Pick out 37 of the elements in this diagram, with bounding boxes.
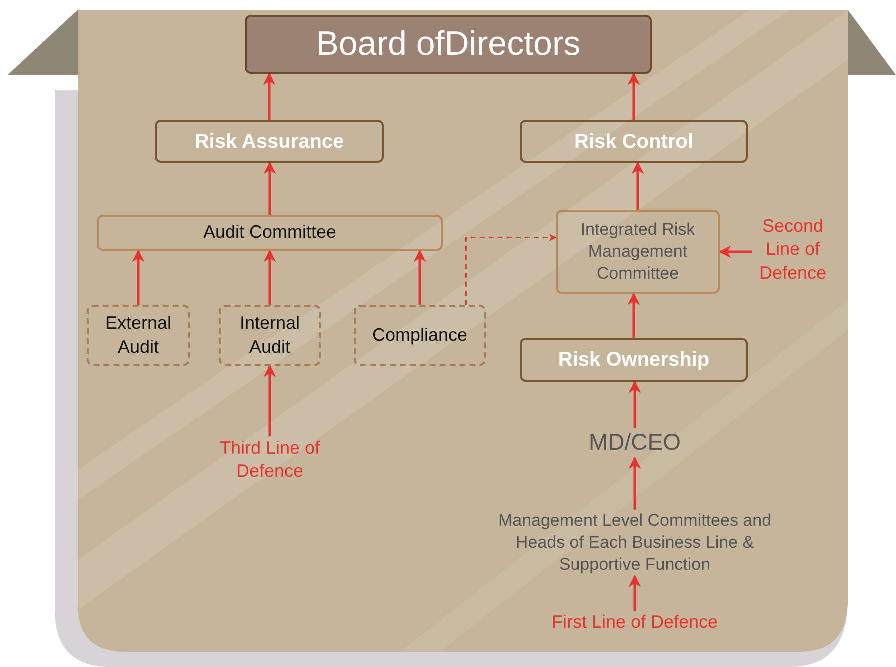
arrow [628, 574, 642, 612]
level-box [155, 120, 384, 163]
arrow [414, 250, 426, 305]
arrow [628, 456, 642, 510]
committee-box [97, 215, 443, 251]
arrow [718, 246, 752, 258]
function-box [87, 305, 190, 366]
box-label: External Audit [104, 312, 173, 358]
committee-box [556, 210, 720, 294]
role-label: Management Level Committees and Heads of Each Business Line & Supportive Function [497, 510, 773, 576]
arrow [132, 250, 145, 305]
defence-line-label: Third Line of Defence [218, 436, 322, 483]
function-box [354, 305, 486, 366]
arrow [264, 162, 276, 215]
defence-line-label: First Line of Defence [552, 611, 718, 634]
box-label: Internal Audit [238, 312, 302, 358]
box-label: Risk Assurance [194, 130, 344, 154]
arrow [632, 162, 644, 210]
defence-line-label: Second Line of Defence [758, 214, 828, 285]
box-label: Audit Committee [203, 221, 337, 244]
level-box [520, 120, 748, 163]
box-label: Compliance [372, 324, 468, 347]
arrow [628, 292, 640, 338]
arrow [264, 364, 276, 437]
arrow [628, 380, 642, 428]
function-box [219, 305, 321, 366]
box-label: Integrated Risk Management Committee [580, 218, 696, 286]
box-label: Risk Control [574, 130, 694, 154]
arrow [264, 250, 276, 305]
box-label: Risk Ownership [558, 348, 710, 373]
arrow [628, 72, 640, 120]
arrow [263, 72, 276, 120]
level-box [520, 338, 748, 382]
board-box [245, 15, 652, 74]
role-label: MD/CEO [589, 428, 681, 458]
box-label: Board ofDirectors [316, 24, 581, 66]
arrow [465, 234, 557, 305]
